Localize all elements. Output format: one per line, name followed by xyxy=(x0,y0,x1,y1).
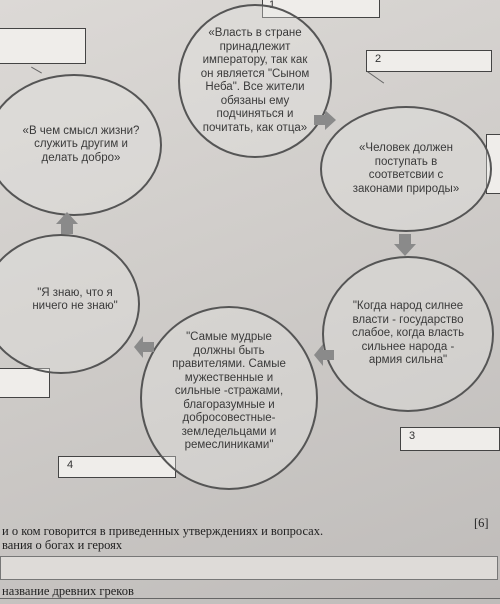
statement-text: «В чем смысл жизни?служить другим и дела… xyxy=(22,124,140,164)
answer-field[interactable] xyxy=(0,556,498,580)
circle-statement-upper-left: «В чем смысл жизни?служить другим и дела… xyxy=(0,74,162,216)
answer-box-2[interactable]: 2 xyxy=(366,50,492,72)
answer-box-upper-left[interactable] xyxy=(0,28,86,64)
question-instruction: и о ком говорится в приведенных утвержде… xyxy=(2,524,324,538)
answer-box-number: 4 xyxy=(67,459,74,471)
arrow-icon xyxy=(314,344,334,366)
arrow-icon xyxy=(394,234,416,256)
arrow-icon xyxy=(56,212,78,234)
answer-box-4[interactable]: 4 xyxy=(58,456,176,478)
answer-box-number: 3 xyxy=(409,430,416,442)
arrow-icon xyxy=(134,336,154,358)
marks-label: [6] xyxy=(474,516,489,530)
answer-box-lower-left[interactable] xyxy=(0,368,50,398)
answer-box-3[interactable]: 3 xyxy=(400,427,500,451)
answer-line xyxy=(0,598,500,599)
question-line-2: вания о богах и героях xyxy=(2,538,123,552)
answer-box-number: 2 xyxy=(375,53,382,65)
question-line-3: название древних греков xyxy=(2,584,134,598)
arrow-icon xyxy=(314,110,336,130)
